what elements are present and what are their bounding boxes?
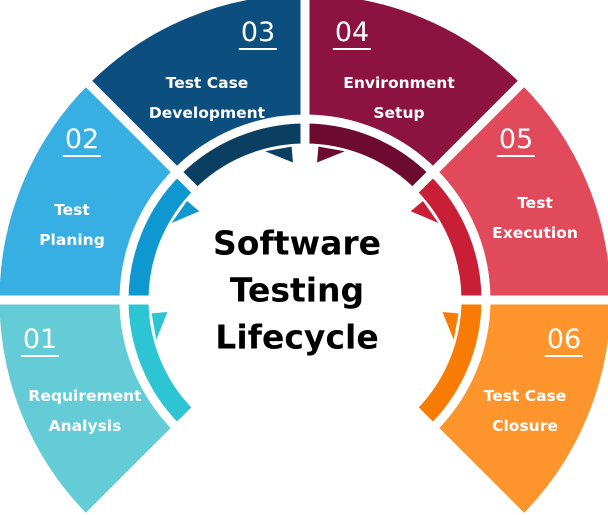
stage-03-label-line: Development (148, 104, 266, 122)
stage-03-number: 03 (238, 17, 278, 50)
center-title: Software Testing Lifecycle (213, 220, 381, 361)
center-title-line: Software (213, 223, 381, 263)
stage-05-number: 05 (496, 124, 536, 157)
stage-01-label-line: Requirement (28, 387, 142, 405)
stage-02-number: 02 (62, 124, 102, 157)
stage-06-arrow-tooth (442, 312, 459, 340)
stage-06-number: 06 (544, 324, 584, 357)
stage-01-number: 01 (20, 324, 60, 357)
stage-04-label: Environment Setup (343, 68, 454, 128)
stage-05-inner-ring (406, 165, 491, 305)
stage-04-label-line: Environment (343, 74, 455, 92)
stage-04-label-line: Setup (373, 104, 425, 122)
center-title-line: Testing (229, 270, 365, 310)
stage-01-label-line: Analysis (48, 417, 122, 435)
stage-02-arrow-tooth (171, 201, 200, 223)
stage-03-label-line: Test Case (165, 74, 249, 92)
stage-03-arrow-tooth (265, 146, 293, 163)
stage-01-label: Requirement Analysis (28, 381, 141, 441)
center-title-line: Lifecycle (215, 317, 379, 357)
stage-04-inner-ring (300, 114, 440, 199)
stage-04-number: 04 (332, 17, 372, 50)
stage-05-label-line: Execution (492, 224, 578, 242)
stage-03-label: Test Case Development (149, 68, 265, 128)
stage-05-label-line: Test (517, 194, 553, 212)
stage-02-label-line: Test (54, 201, 90, 219)
stage-05-arrow-tooth (410, 201, 439, 223)
stage-06-label-line: Closure (492, 417, 558, 435)
stage-06-inner-ring (406, 295, 491, 435)
stage-06-label-line: Test Case (483, 387, 567, 405)
stage-02-label: Test Planing (39, 195, 105, 255)
stage-06-label: Test Case Closure (484, 381, 567, 441)
stage-04-arrow-tooth (317, 146, 345, 163)
stage-05-label: Test Execution (492, 188, 578, 248)
stage-02-label-line: Planing (39, 231, 105, 249)
stage-01-arrow-tooth (151, 312, 168, 340)
